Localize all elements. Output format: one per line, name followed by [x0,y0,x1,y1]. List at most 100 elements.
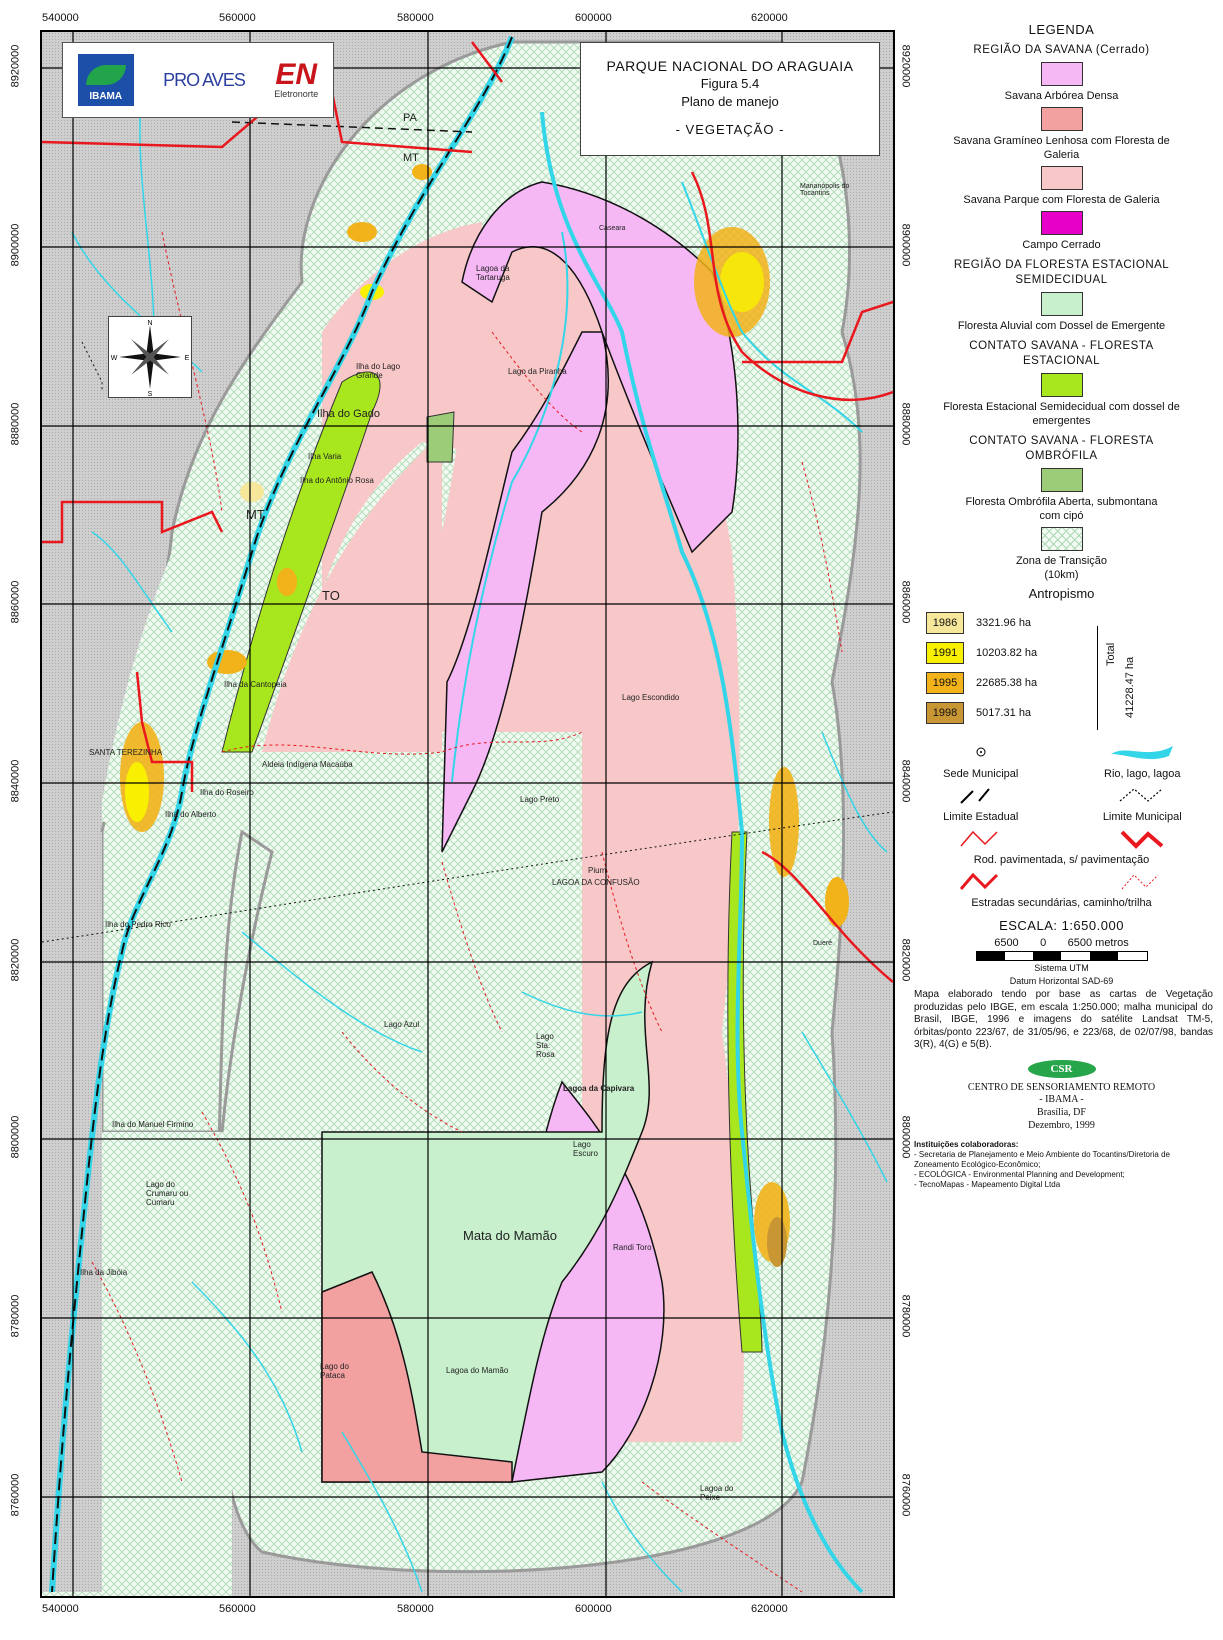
trail-icon [1062,869,1223,895]
ibama-text: IBAMA [89,91,123,102]
map-label: Lago Azul [384,1020,420,1029]
y-tick-left: 8920000 [9,44,22,88]
municipal-limit-icon [1062,783,1223,809]
water-icon [1062,740,1223,766]
antropismo-year: 1986 [926,612,964,634]
x-tick-bottom: 540000 [42,1603,79,1615]
map-label: Ilha do Alberto [165,810,217,819]
projection-system: Sistema UTM [1034,963,1089,973]
symbol-label: Limite Municipal [1102,811,1182,823]
legend-item-label: Campo Cerrado [1022,239,1101,251]
scale-left: 6500 [994,937,1019,949]
legend-item-label: Savana Parque com Floresta de Galeria [963,194,1160,206]
map-label: Ilha do Pedro Rico [105,920,171,929]
antropismo-year: 1998 [926,702,964,724]
map-label: TO [322,588,340,603]
y-tick-left: 8840000 [9,759,22,803]
y-tick-left: 8800000 [9,1115,22,1159]
antropismo-value: 22685.38 ha [976,677,1038,689]
antropismo-title: Antropismo [1028,586,1095,601]
x-tick-top: 580000 [397,12,434,24]
legend-panel: LEGENDA REGIÃO DA SAVANA (Cerrado) Savan… [900,18,1223,1640]
map-label: Lago Preto [520,795,560,804]
grey-inlier-south [42,832,102,1592]
floresta-aluvial-area [321,960,654,1483]
map-label: PA [403,112,417,124]
map-label: Pium [588,866,607,875]
symbol-label: Rod. pavimentada, s/ pavimentação [973,854,1150,866]
map-label: Lago do Pataca [320,1362,349,1380]
legend-item: Savana Gramíneo Lenhosa com Floresta de … [900,107,1223,162]
map-label: Marianópolis do Tocantins [800,183,850,197]
unpaved-road-icon [1062,826,1223,852]
state-limit-icon [900,783,1062,809]
compass-rose: N S E W [108,316,192,398]
antropismo-value: 3321.96 ha [976,617,1032,629]
savana-gramineo-area [321,1271,513,1483]
legend-swatch [1040,292,1083,316]
y-tick-left: 8780000 [9,1294,22,1338]
leaf-icon [85,65,126,85]
x-tick-bottom: 620000 [751,1603,788,1615]
map-label: Ilha da Cantopeia [224,680,287,689]
antropismo-value: 5017.31 ha [976,707,1032,719]
total-label: Total [1105,642,1117,666]
figure-number: Figura 5.4 [700,76,760,91]
antropismo-value: 10203.82 ha [976,647,1038,659]
institution-item: - TecnoMapas - Mapeamento Digital Ltda [914,1179,1061,1189]
x-tick-top: 620000 [751,12,788,24]
legend-title: LEGENDA [1028,22,1095,37]
credits-date: Dezembro, 1999 [1028,1119,1095,1131]
legend-item-label: Floresta Ombrófila Aberta, submontana co… [965,496,1158,522]
map-title: PARQUE NACIONAL DO ARAGUAIA [606,58,854,74]
credits-block: CSR CENTRO DE SENSORIAMENTO REMOTO - IBA… [900,1059,1223,1132]
source-note: Mapa elaborado tendo por base as cartas … [914,989,1213,1050]
legend-item: Zona de Transição (10km) [900,527,1223,582]
scale-block: ESCALA: 1:650.000 6500 0 6500 metros Sis… [900,918,1223,987]
floresta-estacional-strip [221,371,381,753]
symbol-label: Estradas secundárias, caminho/trilha [971,897,1152,909]
eletronorte-logo: EN Eletronorte [274,60,319,100]
ibama-logo: IBAMA [77,54,134,106]
institutions-title: Instituições colaboradoras: [914,1139,1019,1149]
legend-swatch [1040,468,1083,492]
eletronorte-text: Eletronorte [274,89,319,99]
legend-item: Campo Cerrado [900,211,1223,252]
map-label: Ilha do Gado [317,408,380,420]
map-label: Lagoa da Tartaruga [476,264,510,282]
map-frame [40,30,895,1598]
x-tick-bottom: 560000 [219,1603,256,1615]
scale-bar [975,951,1148,961]
legend-section-heading: REGIÃO DA SAVANA (Cerrado) [973,44,1150,56]
floresta-ombrofila-patch [426,411,455,463]
legend-swatch [1040,107,1083,131]
x-tick-top: 560000 [219,12,256,24]
map-label: MT [246,507,265,522]
scale-zero: 0 [1040,937,1047,949]
x-tick-bottom: 600000 [575,1603,612,1615]
map-label: Randi Toro [613,1243,652,1252]
map-label: Caseara [599,225,626,232]
legend-item: Floresta Estacional Semidecidual com dos… [900,373,1223,428]
y-tick-left: 8900000 [9,223,22,267]
legend-item: Savana Arbórea Densa [900,62,1223,103]
antropismo-row: 1986 3321.96 ha [926,612,1031,634]
legend-item-label: Zona de Transição (10km) [1015,555,1108,581]
y-tick-left: 8820000 [9,938,22,982]
compass-s: S [148,391,153,397]
scale-numbers: 6500 0 6500 metros [900,937,1223,949]
map-label: Ilha do Manuel Firmino [112,1120,194,1129]
savana-parque-west [262,432,442,752]
datum: Datum Horizontal SAD-69 [1009,976,1114,986]
paved-road-icon [900,826,1062,852]
legend-item: Savana Parque com Floresta de Galeria [900,166,1223,207]
institution-item: - ECOLÓGICA - Environmental Planning and… [914,1169,1125,1179]
symbol-label: Limite Estadual [943,811,1019,823]
map-label: Lago da Piranha [508,367,567,376]
map-label: MT [403,152,419,164]
y-tick-left: 8880000 [9,402,22,446]
symbol-label: Rio, lago, lagoa [1104,768,1181,780]
municipal-limit [42,811,893,943]
map-label: Ilha Varia [308,452,342,461]
map-label: Lago Escuro [573,1140,598,1158]
